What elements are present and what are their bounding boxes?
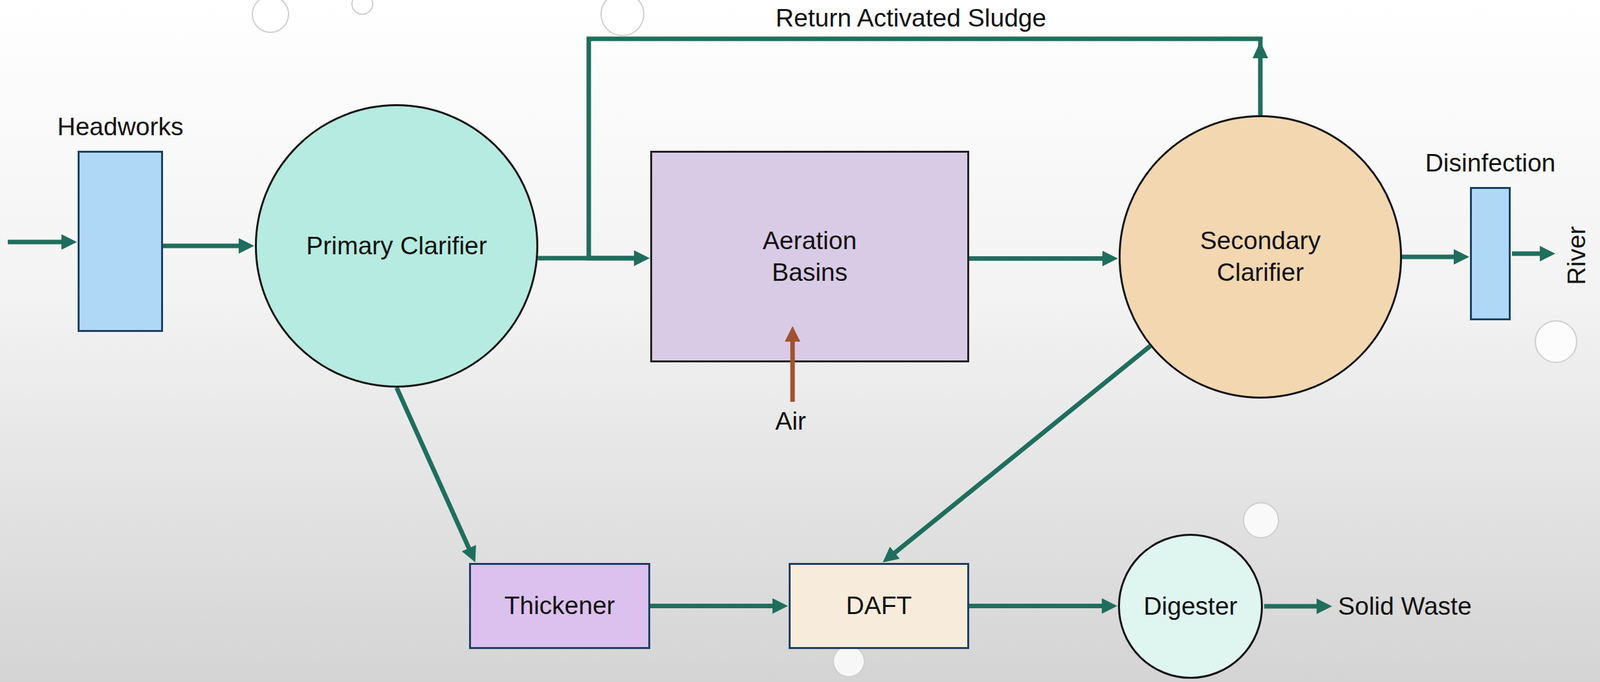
circle-shape	[256, 105, 538, 387]
flow-arrow	[969, 603, 1109, 609]
process-box: Aeration Basins	[650, 150, 970, 363]
flow-arrow	[396, 387, 472, 555]
circle-outline	[1118, 115, 1403, 399]
flow-arrow	[969, 256, 1110, 261]
outflow-arrow	[1512, 251, 1547, 257]
process-box: DAFT	[788, 562, 970, 649]
node-label: Secondary Clarifier	[1163, 225, 1358, 289]
flow-arrow	[888, 346, 1150, 558]
inflow-arrow	[7, 240, 69, 245]
input-label: Air	[775, 406, 807, 437]
node-heading: Disinfection	[1425, 148, 1557, 179]
edge-label: Return Activated Sludge	[775, 3, 1047, 34]
water-bubble	[833, 645, 865, 677]
water-bubble	[1243, 502, 1279, 538]
clarifier-circle: Primary Clarifier	[254, 104, 539, 388]
circle-shape	[1119, 535, 1263, 679]
disinfection-box: Disinfection	[1469, 186, 1511, 321]
water-bubble	[351, 0, 373, 15]
node-label: Thickener	[504, 590, 615, 622]
air-arrow-line	[790, 334, 796, 402]
water-bubble	[601, 0, 644, 36]
process-box: Thickener	[469, 562, 651, 649]
output-label: Solid Waste	[1337, 591, 1472, 622]
flow-arrow	[1402, 254, 1461, 260]
digester-circle: Digester	[1117, 533, 1263, 679]
node-label: Aeration Basins	[725, 225, 895, 289]
flow-direction-head	[1252, 41, 1269, 59]
flow-arrow	[650, 603, 780, 609]
clarifier-circle: Secondary Clarifier	[1118, 115, 1403, 399]
flow-arrow	[163, 243, 246, 249]
node-label: Digester	[1143, 590, 1238, 623]
solids-outflow-arrow	[1264, 604, 1324, 609]
headworks-box: Headworks	[77, 150, 164, 332]
air-inlet-arrow	[652, 152, 968, 425]
water-bubble	[252, 0, 289, 33]
node-label: DAFT	[846, 590, 913, 622]
destination-label: River	[1561, 225, 1593, 285]
node-heading: Headworks	[56, 111, 184, 143]
node-label: Primary Clarifier	[306, 230, 488, 263]
water-bubble	[1535, 320, 1577, 363]
circle-shape	[1119, 116, 1402, 398]
